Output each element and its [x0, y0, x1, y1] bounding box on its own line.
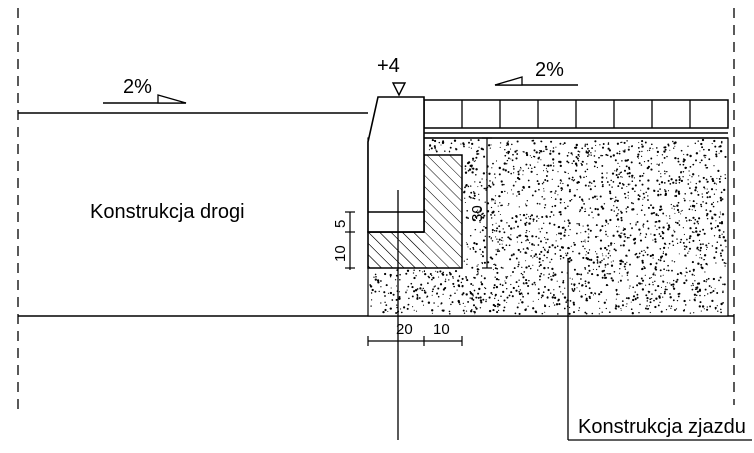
- svg-text:2%: 2%: [123, 76, 152, 98]
- curb-stone: [367, 96, 425, 233]
- dim-curb-width-label: 20: [396, 321, 413, 338]
- dim-bedding-label: 5: [332, 220, 349, 228]
- curb-height-label: +4: [377, 55, 400, 77]
- slope-indicator-right: 2%: [494, 59, 578, 86]
- dim-foundation-label: 10: [332, 245, 349, 262]
- road-construction-label: Konstrukcja drogi: [90, 201, 245, 223]
- dim-vertical-left: 5 10: [332, 211, 355, 270]
- dim-depth-label: 30: [469, 205, 486, 222]
- paving-blocks: [423, 99, 729, 139]
- dim-horizontal: 20 10: [367, 321, 463, 346]
- driveway-construction-label: Konstrukcja zjazdu: [578, 416, 746, 438]
- svg-text:2%: 2%: [535, 59, 564, 81]
- dim-vertical-right: 30: [469, 137, 492, 269]
- dim-backing-width-label: 10: [433, 321, 450, 338]
- height-marker-triangle: [391, 82, 407, 97]
- slope-indicator-left: 2%: [103, 76, 187, 104]
